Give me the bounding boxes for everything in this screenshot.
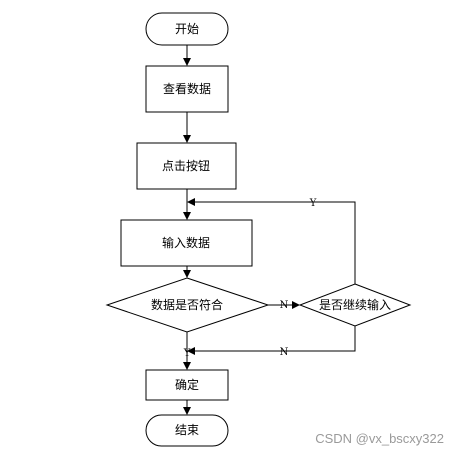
start-node: 开始 (145, 12, 229, 46)
check-match-label: 数据是否符合 (151, 297, 223, 312)
continue-input-decision: 是否继续输入 (298, 283, 412, 327)
continue-input-label: 是否继续输入 (319, 297, 391, 312)
edge-label-continue-yes: Y (309, 198, 317, 209)
click-button-label: 点击按钮 (162, 158, 210, 173)
check-match-decision: 数据是否符合 (105, 277, 270, 333)
view-data-label: 查看数据 (163, 81, 211, 96)
click-button-node: 点击按钮 (136, 142, 237, 190)
edge-label-check-yes: Y (183, 348, 191, 359)
start-label: 开始 (175, 22, 199, 36)
confirm-label: 确定 (175, 377, 199, 392)
edge-continue-yes-loop (187, 198, 356, 284)
edge-label-continue-no: N (280, 347, 289, 358)
view-data-node: 查看数据 (145, 65, 229, 113)
end-label: 结束 (175, 423, 199, 437)
input-data-node: 输入数据 (120, 219, 253, 267)
watermark-text: CSDN @vx_bscxy322 (315, 431, 444, 446)
input-data-label: 输入数据 (162, 235, 210, 250)
end-node: 结束 (145, 414, 229, 447)
edge-label-check-no: N (280, 300, 289, 311)
edge-continue-no (187, 326, 356, 355)
confirm-node: 确定 (145, 369, 229, 401)
